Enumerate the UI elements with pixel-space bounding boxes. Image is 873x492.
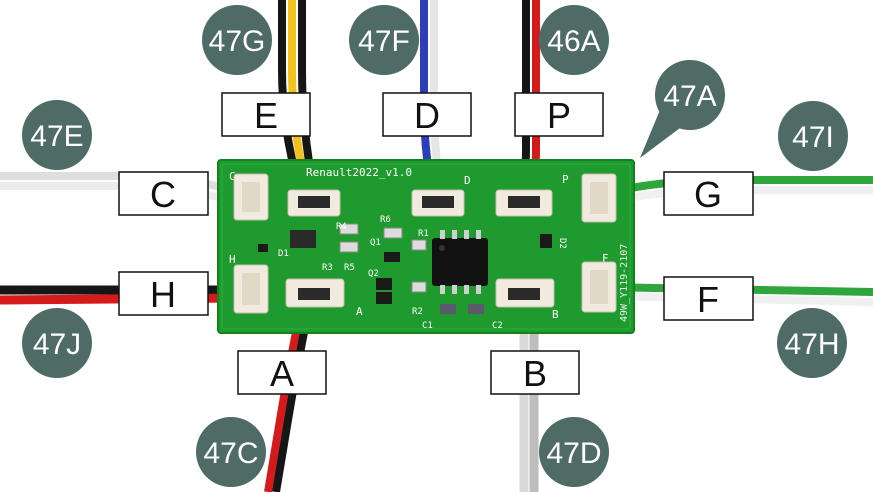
svg-text:47C: 47C [203, 437, 258, 470]
connector-d [411, 189, 465, 217]
connector-h [233, 264, 269, 314]
svg-text:47G: 47G [209, 25, 266, 58]
ref-r5: R5 [344, 263, 355, 273]
svg-text:A: A [270, 353, 294, 394]
connector-g [581, 173, 617, 223]
svg-text:47F: 47F [358, 25, 410, 58]
label-h: H [118, 271, 209, 316]
silk-letter-c: C [229, 170, 236, 183]
ref-d1: D1 [278, 249, 289, 259]
ref-q2: Q2 [368, 269, 379, 279]
silk-letter-p: P [562, 173, 569, 186]
svg-text:P: P [547, 95, 571, 136]
svg-text:47A: 47A [663, 80, 716, 113]
svg-text:47I: 47I [792, 121, 834, 154]
label-a: A [237, 350, 327, 395]
ref-r2: R2 [412, 307, 423, 317]
ref-r3: R3 [322, 263, 333, 273]
badge-47c: 47C [196, 417, 266, 487]
badge-47i: 47I [778, 101, 848, 171]
ic-chip [432, 230, 488, 294]
label-b: B [490, 350, 580, 395]
label-f: F [663, 276, 754, 321]
ref-c2: C2 [492, 321, 503, 331]
svg-text:B: B [523, 353, 547, 394]
svg-text:H: H [150, 274, 176, 315]
label-g: G [663, 171, 754, 216]
svg-text:C: C [150, 174, 176, 215]
badge-47a: 47A [655, 60, 725, 130]
silk-letter-h: H [229, 253, 236, 266]
label-p: P [514, 92, 604, 137]
ref-q1: Q1 [370, 238, 381, 248]
pcb-board: Renault2022_v1.0 49W_Y119-2107 C E D P G… [217, 159, 635, 334]
connector-p [495, 189, 553, 217]
svg-text:47D: 47D [546, 437, 601, 470]
silk-letter-f: F [602, 252, 609, 265]
ref-r1: R1 [418, 229, 429, 239]
svg-text:D: D [414, 95, 440, 136]
svg-text:47H: 47H [784, 328, 839, 361]
connector-f [581, 261, 617, 313]
silk-letter-d: D [464, 174, 471, 187]
badge-47e: 47E [22, 100, 92, 170]
smd-components [258, 223, 552, 314]
badge-47g: 47G [202, 5, 272, 75]
badge-47f: 47F [349, 5, 419, 75]
connector-e [287, 189, 341, 217]
label-c: C [118, 171, 209, 216]
ref-c1: C1 [422, 321, 433, 331]
ref-r6: R6 [380, 215, 391, 225]
connector-b [495, 278, 555, 308]
badge-47j: 47J [22, 308, 92, 378]
label-d: D [382, 92, 472, 137]
letter-labels: E D P C G H F A [118, 92, 754, 395]
board-title: Renault2022_v1.0 [306, 166, 412, 179]
badge-47d: 47D [539, 417, 609, 487]
svg-text:46A: 46A [547, 25, 600, 58]
silk-letter-b: B [552, 308, 559, 321]
svg-text:47J: 47J [33, 328, 81, 361]
ref-r4: R4 [336, 222, 347, 232]
connector-c [233, 173, 269, 221]
board-side-text: 49W_Y119-2107 [619, 244, 630, 322]
silk-letter-a: A [356, 305, 363, 318]
badge-47h: 47H [777, 308, 847, 378]
svg-text:G: G [694, 174, 722, 215]
label-e: E [221, 92, 311, 137]
connector-a [285, 278, 345, 308]
svg-text:F: F [697, 279, 719, 320]
badge-46a: 46A [539, 5, 609, 75]
svg-text:E: E [254, 95, 278, 136]
reference-badges: 47G 47F 46A 47A 47E 47I 47J 47H [22, 5, 848, 487]
ref-d2: D2 [557, 238, 567, 249]
svg-text:47E: 47E [30, 120, 83, 153]
